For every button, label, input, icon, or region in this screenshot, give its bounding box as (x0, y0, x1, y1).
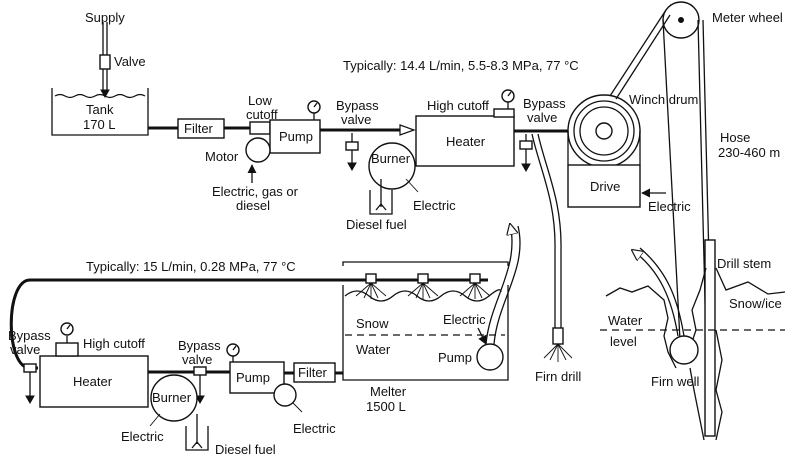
electric-burner-bottom: Electric (121, 429, 164, 444)
fuel-tank-bottom (185, 414, 209, 451)
bypass-right-label-2: valve (527, 110, 557, 125)
snow-ice-label: Snow/ice (729, 296, 782, 311)
winch-drum-label: Winch drum (629, 92, 698, 107)
high-cutoff-bottom-label: High cutoff (83, 336, 145, 351)
filter-bottom-label: Filter (298, 365, 328, 380)
valve-label-top: Valve (114, 54, 146, 69)
motor-icon (245, 137, 271, 163)
pump-top-label: Pump (279, 129, 313, 144)
typical-top: Typically: 14.4 L/min, 5.5-8.3 MPa, 77 °… (343, 58, 579, 73)
drive-box (567, 164, 641, 208)
high-cutoff-top-label: High cutoff (427, 98, 489, 113)
supply-label: Supply (85, 10, 125, 25)
supply-pipe (99, 22, 111, 99)
heater-top (415, 115, 515, 167)
bypass-left-label-1: Bypass (8, 328, 51, 343)
bypass-mid-label-2: valve (182, 352, 212, 367)
melter-label: Melter (370, 384, 407, 399)
water-level-label-1: Water (608, 313, 643, 328)
drive-label: Drive (590, 179, 620, 194)
burner-bottom-label: Burner (152, 390, 192, 405)
bypass-left-label-2: valve (10, 342, 40, 357)
pump-melter-label: Pump (438, 350, 472, 365)
heater-top-label: Heater (446, 134, 486, 149)
power-label-2: diesel (236, 198, 270, 213)
gauge-icon (226, 343, 240, 362)
heater-bottom-label: Heater (73, 374, 113, 389)
diesel-fuel-bottom: Diesel fuel (215, 442, 276, 457)
drill-stem (704, 239, 716, 437)
melter-pump (476, 343, 504, 371)
bypass-right-label-1: Bypass (523, 96, 566, 111)
diesel-fuel-top: Diesel fuel (346, 217, 407, 232)
winch-drum (567, 94, 641, 168)
power-label-1: Electric, gas or (212, 184, 299, 199)
tank (51, 88, 149, 136)
hose-label-1: Hose (720, 130, 750, 145)
bypass-valve-left (23, 363, 37, 405)
firn-well-label: Firn well (651, 374, 700, 389)
low-cutoff-top (249, 121, 271, 135)
bypass-mid-label-1: Bypass (178, 338, 221, 353)
pump-top (269, 119, 321, 154)
electric-drive-label: Electric (648, 199, 691, 214)
bypass-valve-right (519, 134, 533, 173)
bypass-valve-mid (193, 366, 207, 405)
water-label: Water (356, 342, 391, 357)
drill-stem-label: Drill stem (717, 256, 771, 271)
gauge-icon (501, 89, 515, 109)
gauge-icon (307, 100, 321, 120)
electric-pump-bottom: Electric (293, 421, 336, 436)
snow-label: Snow (356, 316, 389, 331)
gauge-icon (60, 322, 74, 343)
burner-top (368, 142, 416, 190)
heater-bottom (39, 355, 149, 408)
low-cutoff-label-1: Low (248, 93, 272, 108)
spray-nozzles (355, 273, 491, 299)
electric-melter-label: Electric (443, 312, 486, 327)
electric-burner-top: Electric (413, 198, 456, 213)
fuel-tank-top (369, 179, 393, 215)
low-cutoff-label-2: cutoff (246, 107, 278, 122)
burner-top-label: Burner (371, 151, 411, 166)
typical-bottom: Typically: 15 L/min, 0.28 MPa, 77 °C (86, 259, 296, 274)
firn-drill-label: Firn drill (535, 369, 581, 384)
tank-volume: 170 L (83, 117, 116, 132)
firn-well-pump (669, 335, 699, 365)
pump-bottom-motor (273, 383, 297, 407)
bypass-valve-top (345, 133, 359, 172)
meter-wheel-label: Meter wheel (712, 10, 783, 25)
ice-surface (605, 267, 785, 441)
bypass-top-label-2: valve (341, 112, 371, 127)
melter-volume: 1500 L (366, 399, 406, 414)
motor-label: Motor (205, 149, 239, 164)
pump-bottom-label: Pump (236, 370, 270, 385)
tank-label: Tank (86, 102, 114, 117)
hose-label-2: 230-460 m (718, 145, 780, 160)
water-level-label-2: level (610, 334, 637, 349)
spray-icon (543, 343, 573, 362)
bypass-top-label-1: Bypass (336, 98, 379, 113)
burner-bottom (150, 374, 198, 422)
filter-top-label: Filter (184, 121, 214, 136)
pump-bottom (229, 361, 285, 394)
